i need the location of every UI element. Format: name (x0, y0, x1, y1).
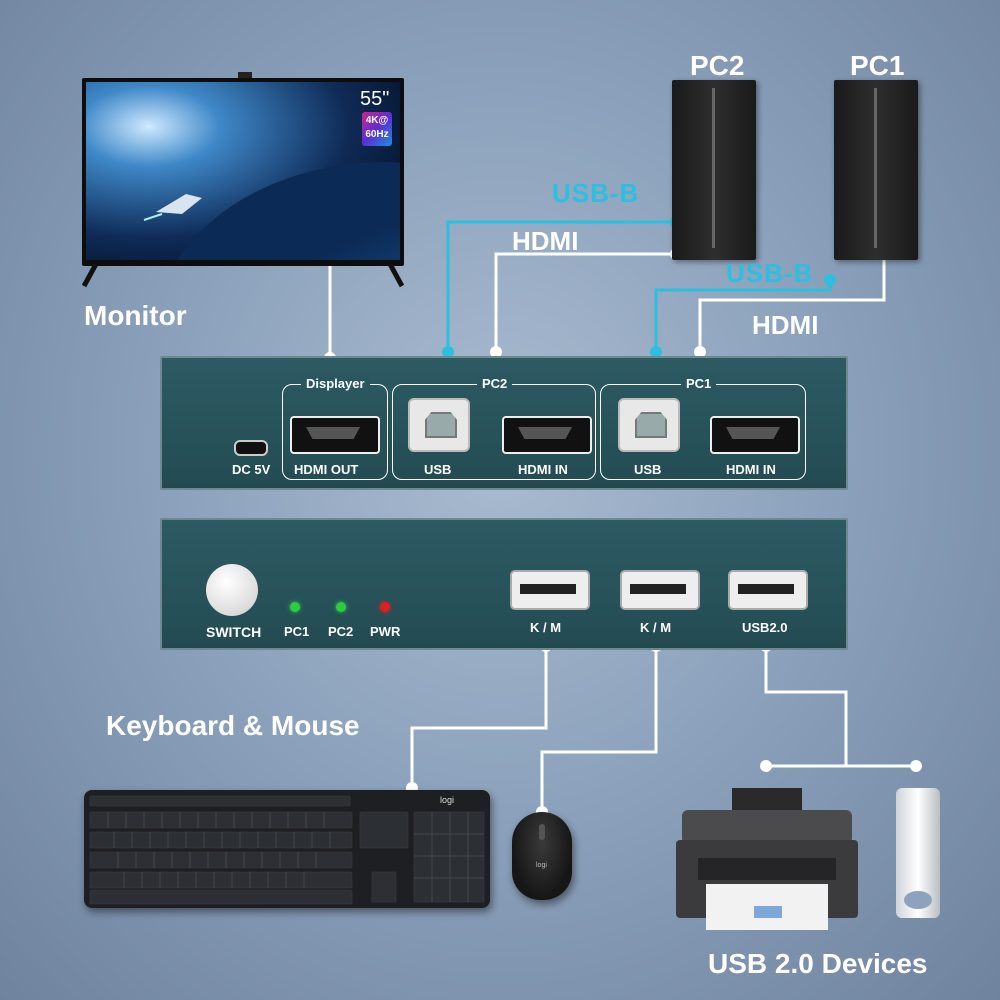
hdmi-out-port (290, 416, 380, 454)
pc2-led-label: PC2 (328, 624, 354, 639)
km2-wire (540, 646, 658, 812)
usbb-right-label: USB-B (726, 258, 814, 288)
dc-port (234, 440, 268, 456)
pc1-hdmi-wire (698, 254, 886, 352)
usbb-top-label: USB-B (552, 178, 640, 208)
pc2-hdmi-wire (494, 252, 676, 352)
km1-wire (410, 646, 548, 788)
pc1-led (290, 602, 300, 612)
dc-label: DC 5V (232, 462, 271, 477)
km1-usb-port (510, 570, 590, 610)
pc2-group: PC2 (392, 376, 596, 480)
tv-badge: 4K@ 60Hz (362, 112, 392, 146)
keyboard-mouse-label: Keyboard & Mouse (106, 710, 360, 741)
usb20-port (728, 570, 808, 610)
pc2-usb-label: USB (424, 462, 452, 477)
pc1-usbb-port (618, 398, 680, 452)
tv-screen-image (86, 82, 400, 260)
pc1-group: PC1 (600, 376, 806, 480)
km1-label: K / M (530, 620, 562, 635)
usb20-label: USB2.0 (742, 620, 788, 635)
pc1-hdmi-in-label: HDMI IN (726, 462, 776, 477)
printer (676, 788, 858, 930)
usb-flash-drive (896, 788, 940, 918)
pc2-led (336, 602, 346, 612)
pc1-led-label: PC1 (284, 624, 310, 639)
pc2-group-title: PC2 (477, 376, 513, 391)
tv-badge-line1: 4K@ (365, 115, 389, 126)
monitor-label: Monitor (84, 300, 187, 331)
mouse-brand: logi (536, 862, 547, 869)
mouse: logi (512, 812, 572, 900)
tv-camera (238, 72, 252, 78)
tv-badge-line2: 60Hz (365, 129, 389, 140)
pc2-hdmi-in-label: HDMI IN (518, 462, 568, 477)
hdmi-right-label: HDMI (752, 310, 819, 340)
pc2-hdmi-in-port (502, 416, 592, 454)
tv-size-label: 55" (360, 88, 390, 110)
km2-label: K / M (640, 620, 672, 635)
keyboard-brand: logi (440, 795, 455, 805)
pc2-usbb-wire (446, 220, 676, 352)
hdmi-out-label: HDMI OUT (294, 462, 359, 477)
mouse-wheel (539, 824, 545, 840)
pc2-label: PC2 (690, 50, 745, 81)
keyboard: logi (84, 790, 490, 908)
tv-stand (82, 264, 404, 288)
km2-usb-port (620, 570, 700, 610)
monitor-tv: 55" 4K@ 60Hz (82, 78, 404, 266)
pwr-led (380, 602, 390, 612)
pc1-tower (834, 80, 918, 260)
pwr-led-label: PWR (370, 624, 401, 639)
switch-button[interactable] (206, 564, 258, 616)
displayer-group: Displayer (282, 376, 388, 480)
switch-label: SWITCH (206, 624, 262, 640)
keyboard-keys (89, 795, 485, 905)
pc1-group-title: PC1 (681, 376, 717, 391)
hdmi-top-label: HDMI (512, 226, 579, 256)
kvm-front-panel: SWITCH PC1 PC2 PWR K / M K / M USB2.0 (160, 518, 848, 650)
pc1-usb-label: USB (634, 462, 662, 477)
usb20-wire (764, 646, 848, 768)
usb-devices-label: USB 2.0 Devices (708, 948, 928, 979)
pc1-label: PC1 (850, 50, 905, 81)
kvm-rear-panel: DC 5V Displayer HDMI OUT PC2 USB HDMI IN… (160, 356, 848, 490)
pc2-usbb-port (408, 398, 470, 452)
displayer-title: Displayer (301, 376, 370, 391)
pc1-hdmi-in-port (710, 416, 800, 454)
pc2-tower (672, 80, 756, 260)
